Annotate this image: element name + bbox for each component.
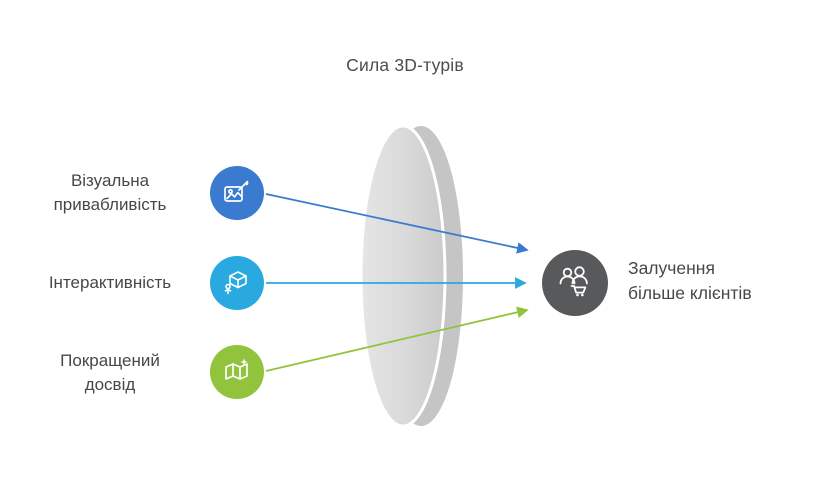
cube-3d-person-icon xyxy=(224,271,247,295)
label-line: Залучення xyxy=(628,258,715,278)
lens-front xyxy=(359,124,447,428)
input-node-improved-experience xyxy=(210,345,264,399)
input-label-visual-appeal: Візуальна привабливість xyxy=(15,169,205,217)
label-line: Покращений xyxy=(60,351,160,370)
output-label-attract-clients: Залучення більше клієнтів xyxy=(628,256,752,306)
label-line: більше клієнтів xyxy=(628,283,752,303)
label-line: Інтерактивність xyxy=(48,273,172,292)
circle-improved-experience xyxy=(210,345,264,399)
input-node-visual-appeal xyxy=(210,166,264,220)
arrow-visual-appeal xyxy=(265,193,529,254)
label-line: Візуальна xyxy=(70,171,150,190)
circle-interactivity xyxy=(210,256,264,310)
input-label-improved-experience: Покращений досвід xyxy=(15,349,205,397)
photo-brush-icon xyxy=(224,180,249,202)
customers-cart-icon xyxy=(559,266,588,297)
arrow-improved-experience xyxy=(265,306,529,372)
map-sparkle-icon xyxy=(225,358,248,380)
lens-shape xyxy=(359,124,463,428)
input-label-interactivity: Інтерактивність xyxy=(15,271,205,295)
diagram-title: Сила 3D-турів xyxy=(346,55,464,75)
arrows xyxy=(265,193,529,372)
input-node-interactivity xyxy=(210,256,264,310)
label-line: досвід xyxy=(84,375,136,394)
output-node-attract-clients xyxy=(542,250,608,316)
label-line: привабливість xyxy=(53,195,167,214)
